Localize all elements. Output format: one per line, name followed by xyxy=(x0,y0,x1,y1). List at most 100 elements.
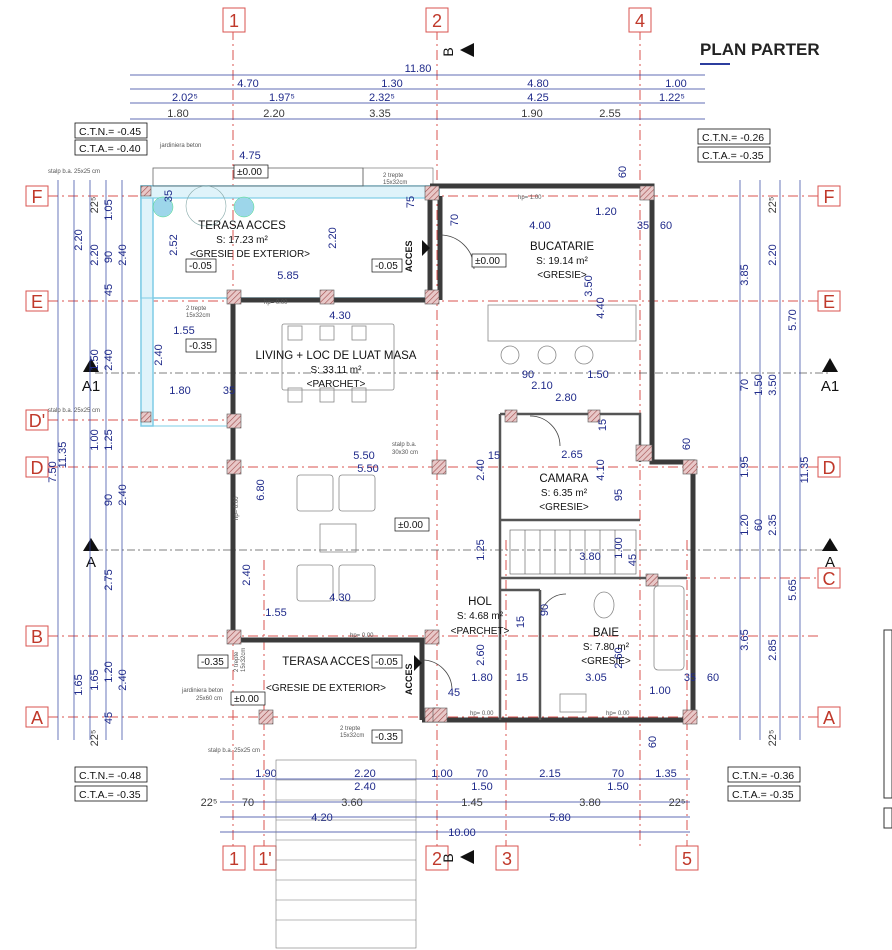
room-finish: <PARCHET> xyxy=(307,379,366,390)
dimension-label: 1.25 xyxy=(103,429,115,450)
dimension-label: 1.30 xyxy=(381,78,402,90)
section-label: A1 xyxy=(821,378,839,395)
section-label: A xyxy=(86,554,96,571)
dimension-label: 90 xyxy=(539,604,551,616)
dimension-label: 2.52 xyxy=(168,234,180,255)
dimension-label: 2.40 xyxy=(241,564,253,585)
axis-label: E xyxy=(823,292,835,312)
dimension-label: 3.80 xyxy=(579,551,600,563)
terrace-top xyxy=(140,167,440,427)
dimension-label: 70 xyxy=(739,379,751,391)
dimension-label: 1.90 xyxy=(255,768,276,780)
dimension-label: 1.50 xyxy=(471,781,492,793)
axis-label: A xyxy=(823,708,835,728)
annotation: 2 trepte xyxy=(186,306,207,312)
dimension-label: 3.50 xyxy=(583,275,595,296)
axis-label: A xyxy=(31,708,43,728)
dimension-label: 4.25 xyxy=(527,92,548,104)
dimension-label: 5.50 xyxy=(357,463,378,475)
dimension-label: 1.90 xyxy=(521,108,542,120)
dimension-label: 3.35 xyxy=(369,108,390,120)
dimension-label: 3.05 xyxy=(585,672,606,684)
dimension-label: 3.65 xyxy=(739,629,751,650)
annotation: hp= 0.00 xyxy=(234,496,240,520)
axis-label: 1' xyxy=(258,849,271,869)
dimension-label: 11.35 xyxy=(799,457,811,484)
dimension-label: 4.70 xyxy=(237,78,258,90)
annotation: hp= 0.00 xyxy=(606,711,630,717)
room-finish: <GRESIE> xyxy=(581,656,631,667)
inner-dimension-labels: 4.75 2.52 2.20 5.85 4.30 1.55 2.40 1.80 … xyxy=(153,150,719,748)
dimension-label: 70 xyxy=(476,768,488,780)
dimension-label: 22⁵ xyxy=(89,730,101,747)
dimension-label: 1.05 xyxy=(103,199,115,220)
dimension-label: 1.00 xyxy=(431,768,452,780)
section-label: B xyxy=(440,47,456,56)
axis-label: 5 xyxy=(682,849,692,869)
annotation: 25x60 cm xyxy=(196,696,222,702)
annotation: 15x32cm xyxy=(186,313,210,319)
dimension-label: 45 xyxy=(448,687,460,699)
dimension-label: 22⁵ xyxy=(767,197,779,214)
annotation: 15x32cm xyxy=(241,648,247,672)
dimension-label: 2.40 xyxy=(117,669,129,690)
level-ctn: C.T.N.= -0.48 xyxy=(79,770,141,782)
dimension-label: 4.40 xyxy=(595,297,607,318)
annotation: jardiniera beton xyxy=(159,143,201,149)
dimension-label: 2.40 xyxy=(153,344,165,365)
dimension-label: 4.80 xyxy=(527,78,548,90)
dimension-label: 2.65 xyxy=(561,449,582,461)
dimension-label: 70 xyxy=(612,768,624,780)
annotation: 2 trepte xyxy=(340,726,361,732)
section-label: B xyxy=(440,853,456,862)
annotation: stalp b.a. 25x25 cm xyxy=(48,169,100,175)
level-ctn: C.T.N.= -0.45 xyxy=(79,126,141,138)
annotation: hp= 0.00 xyxy=(350,633,374,639)
annotation: hp= 0.00 xyxy=(470,711,494,717)
dimension-label: 7.50 xyxy=(47,461,59,482)
dimension-label: 2.40 xyxy=(354,781,375,793)
axis-label: E xyxy=(31,292,43,312)
level-tag: -0.05 xyxy=(375,261,398,272)
doors xyxy=(421,234,567,691)
dimension-lines-top xyxy=(130,74,705,120)
level-tag: -0.35 xyxy=(201,657,224,668)
dimension-label: 60 xyxy=(707,672,719,684)
dimension-label: 2.10 xyxy=(531,380,552,392)
axis-label: D xyxy=(31,458,44,478)
room-name: BAIE xyxy=(593,627,620,639)
dimension-label: 2.20 xyxy=(327,227,339,248)
dimension-label: 1.50 xyxy=(587,369,608,381)
dimension-label: 15 xyxy=(515,616,527,628)
level-tag: ±0.00 xyxy=(475,256,500,267)
dimension-label: 2.20 xyxy=(354,768,375,780)
level-tag: -0.05 xyxy=(375,657,398,668)
level-ctn: C.T.N.= -0.36 xyxy=(732,770,794,782)
dimension-label: 1.00 xyxy=(649,685,670,697)
dimension-label: 1.20 xyxy=(595,206,616,218)
dimension-label: 2.40 xyxy=(117,484,129,505)
axis-label: 1 xyxy=(229,849,239,869)
axis-label: F xyxy=(32,187,43,207)
room-finish: <PARCHET> xyxy=(451,626,510,637)
room-area: S: 7.80 m² xyxy=(583,642,630,653)
axis-label: 1 xyxy=(229,11,239,31)
annotation: 30x30 cm xyxy=(392,450,418,456)
axis-label: D' xyxy=(29,411,45,431)
entrance-label: ACCES xyxy=(404,240,414,272)
room-finish: <GRESIE> xyxy=(539,502,589,513)
dimension-label: 1.25 xyxy=(475,539,487,560)
dimension-label: 3.60 xyxy=(341,797,362,809)
room-finish: <GRESIE DE EXTERIOR> xyxy=(190,249,310,260)
dimension-label: 75 xyxy=(405,196,417,208)
level-cta: C.T.A.= -0.35 xyxy=(79,789,141,801)
annotation: hp= 0.00 xyxy=(264,300,288,306)
dimension-label: 2.20 xyxy=(767,244,779,265)
room-labels: TERASA ACCES S: 17.23 m² <GRESIE DE EXTE… xyxy=(190,220,631,694)
level-cta: C.T.A.= -0.35 xyxy=(732,789,794,801)
dimension-label: 1.00 xyxy=(665,78,686,90)
dimension-label: 22⁵ xyxy=(201,797,218,809)
dimension-label: 5.80 xyxy=(549,812,570,824)
furniture xyxy=(281,304,685,713)
